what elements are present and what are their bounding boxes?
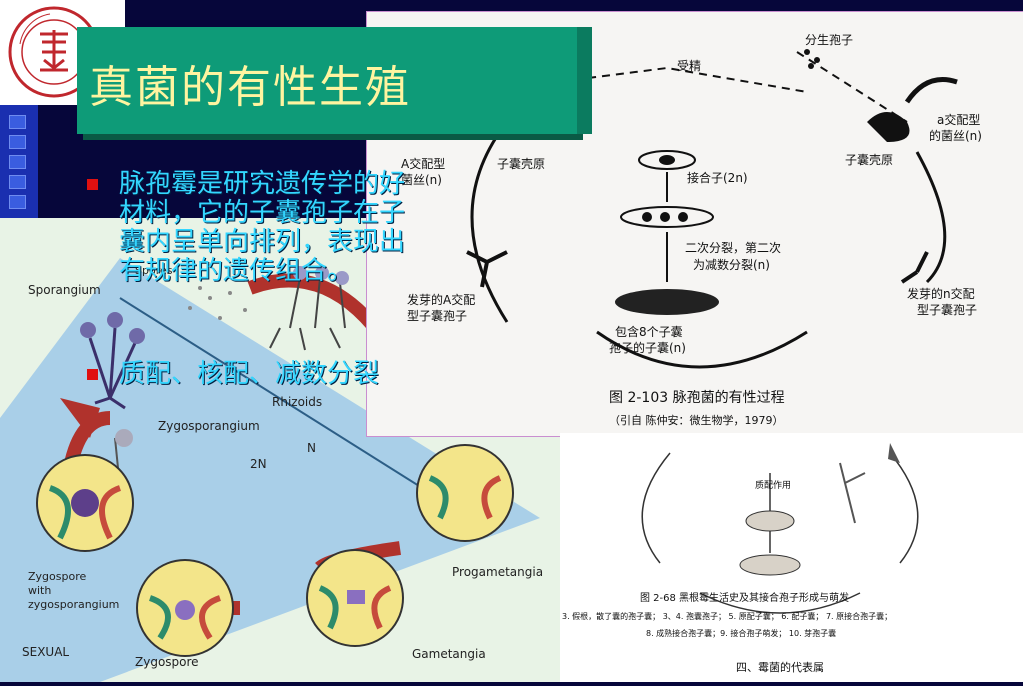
label-zygospore-with-line3: zygosporangium bbox=[28, 598, 119, 611]
label-germ-a-2: 型子囊孢子 bbox=[407, 308, 467, 323]
label-ascus-1: 包含8个子囊 bbox=[615, 324, 683, 339]
label-division-2: 为减数分裂(n) bbox=[693, 257, 770, 272]
bullet-item-1: 脉孢霉是研究遗传学的好材料，它的子囊孢子在子囊内呈单向排列，表现出有规律的遗传组… bbox=[87, 170, 427, 286]
label-zygospore-with-line2: with bbox=[28, 584, 51, 597]
label-ascus-2: 孢子的子囊(n) bbox=[609, 340, 686, 355]
label-hypha-left: 菌丝(n) bbox=[401, 173, 442, 187]
neurospora-cycle-figure: 分生孢子 受精 a交配型 的菌丝(n) 子囊壳原 A交配型 菌丝(n) 子囊壳原… bbox=[366, 11, 1023, 437]
label-germ-n-1: 发芽的n交配 bbox=[907, 286, 975, 301]
decor-square bbox=[9, 195, 26, 209]
decor-square bbox=[9, 115, 26, 129]
decor-square bbox=[9, 135, 26, 149]
label-plasmogamy: 质配作用 bbox=[755, 479, 791, 491]
rhizopus-history-drawing: 质配作用 图 2-68 黑根霉生活史及其接合孢子形成与萌发 3. 假根，散了囊的… bbox=[560, 433, 1023, 682]
label-sexual: SEXUAL bbox=[22, 645, 69, 659]
label-n: N bbox=[307, 441, 316, 455]
figure-caption: 图 2-103 脉孢菌的有性过程 bbox=[609, 390, 785, 406]
label-spores: Spores bbox=[135, 264, 173, 277]
bullet-item-2: 质配、核配、减数分裂 bbox=[87, 360, 427, 389]
decor-square bbox=[9, 175, 26, 189]
label-division-1: 二次分裂，第二次 bbox=[685, 241, 781, 255]
slide-title-box: 真菌的有性生殖 bbox=[77, 27, 592, 134]
label-zygospore-with-line1: Zygospore bbox=[28, 570, 86, 583]
label-hypha-n: 的菌丝(n) bbox=[929, 128, 982, 143]
label-zygosporangium: Zygosporangium bbox=[158, 419, 260, 433]
bullet-marker bbox=[87, 369, 98, 380]
bullet-marker bbox=[87, 179, 98, 190]
label-2n: 2N bbox=[250, 457, 267, 471]
bullet-text-1: 脉孢霉是研究遗传学的好材料，它的子囊孢子在子囊内呈单向排列，表现出有规律的遗传组… bbox=[119, 169, 406, 286]
label-a-mating: a交配型 bbox=[937, 112, 980, 127]
label-zygospore: Zygospore bbox=[135, 655, 199, 669]
bullet-text-2: 质配、核配、减数分裂 bbox=[119, 359, 380, 389]
label-rhizoids: Rhizoids bbox=[272, 395, 322, 409]
neurospora-drawing: 分生孢子 受精 a交配型 的菌丝(n) 子囊壳原 A交配型 菌丝(n) 子囊壳原… bbox=[367, 12, 1023, 436]
bottom-legend-2: 8. 成熟接合孢子囊；9. 接合孢子萌发； 10. 芽孢子囊 bbox=[646, 628, 836, 638]
bottom-caption: 图 2-68 黑根霉生活史及其接合孢子形成与萌发 bbox=[640, 591, 849, 604]
slide-title: 真菌的有性生殖 bbox=[89, 62, 411, 113]
label-ascogonium-left: 子囊壳原 bbox=[497, 156, 545, 171]
left-decor-strip bbox=[0, 105, 38, 220]
rhizopus-history-figure: 质配作用 图 2-68 黑根霉生活史及其接合孢子形成与萌发 3. 假根，散了囊的… bbox=[560, 433, 1023, 682]
label-germ-a-1: 发芽的A交配 bbox=[407, 292, 475, 307]
label-gametangia: Gametangia bbox=[412, 647, 486, 661]
label-zygospore-with: Zygospore with zygosporangium bbox=[28, 570, 119, 611]
label-zygote: 接合子(2n) bbox=[687, 170, 748, 185]
label-germ-n-2: 型子囊孢子 bbox=[917, 302, 977, 317]
decor-square bbox=[9, 155, 26, 169]
bottom-legend-1: 3. 假根，散了囊的孢子囊； 3、4. 孢囊孢子； 5. 原配子囊； 6. 配子… bbox=[562, 611, 892, 621]
label-ascogonium-right: 子囊壳原 bbox=[845, 152, 893, 167]
label-progametangia: Progametangia bbox=[452, 565, 543, 579]
label-conidia: 分生孢子 bbox=[805, 33, 853, 47]
label-a-mating-left: A交配型 bbox=[401, 156, 445, 171]
label-sporangium: Sporangium bbox=[28, 283, 101, 297]
label-fertilization: 受精 bbox=[677, 59, 701, 73]
bottom-section-title: 四、霉菌的代表属 bbox=[736, 660, 824, 674]
figure-source: （引自 陈仲安：微生物学，1979） bbox=[609, 413, 784, 427]
